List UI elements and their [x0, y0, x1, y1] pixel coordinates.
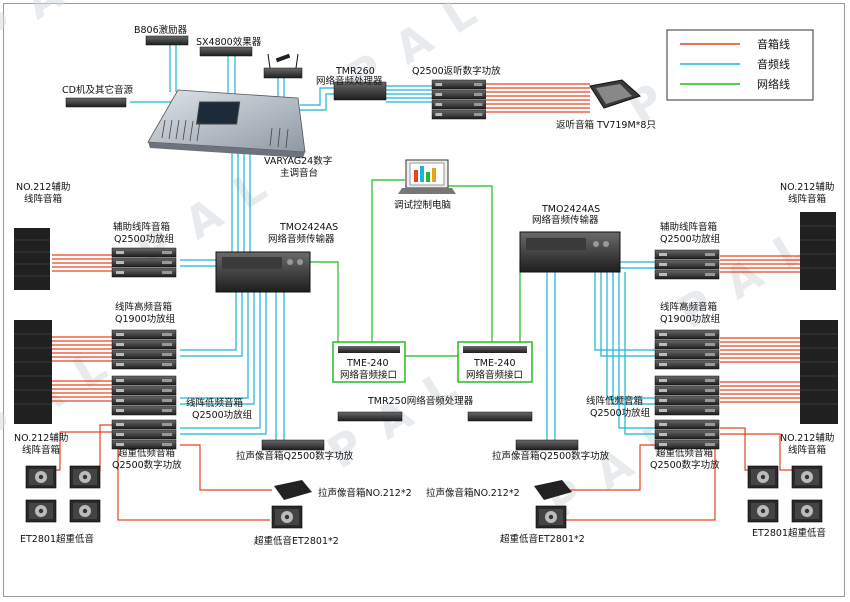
- left-aux-line-array-top: NO.212辅助 线阵音箱: [14, 181, 70, 290]
- cd-player: CD机及其它音源: [62, 84, 133, 108]
- aux-amp-right-label-2: Q2500功放组: [660, 233, 721, 245]
- et-mid-left-label: 超重低音ET2801*2: [254, 535, 339, 547]
- right-bottom-array-label-1: NO.212辅助: [780, 432, 834, 444]
- legend: 音箱线 音频线 网络线: [666, 29, 814, 101]
- lf-left-label-1: 线阵低频音箱: [186, 397, 243, 409]
- sub-right-label-2: Q2500数字功放: [650, 459, 720, 471]
- b806-label: B806激励器: [134, 24, 188, 36]
- lf-left-label-2: Q2500功放组: [192, 409, 253, 421]
- left-aux-amps: 辅助线阵音箱 Q2500功放组: [111, 221, 177, 278]
- legend-network-label: 网络线: [757, 77, 790, 91]
- hf-right-label-2: Q1900功放组: [660, 313, 721, 325]
- cd-label: CD机及其它音源: [62, 84, 133, 96]
- left-bottom-array-label-2: 线阵音箱: [22, 444, 60, 456]
- monitor-speaker-label: 返听音箱 TV719M*8只: [556, 119, 656, 131]
- aux-amp-left-label-2: Q2500功放组: [114, 233, 175, 245]
- right-panning-speaker: 拉声像音箱NO.212*2: [426, 480, 572, 500]
- tmr260-processor: TMR260 网络音频处理器: [316, 66, 387, 101]
- right-hf-amps: 线阵高频音箱 Q1900功放组: [655, 301, 721, 369]
- right-sub-amps: 超重低频音箱 Q2500数字功放: [650, 420, 720, 471]
- digital-mixing-console: VARYAG24数字 主调音台: [147, 89, 332, 179]
- tme-right-label-1: TME-240: [473, 358, 516, 369]
- right-tmo-label-1: TMO2424AS: [541, 204, 600, 215]
- right-array-label-1: NO.212辅助: [780, 181, 834, 193]
- right-center-subwoofer: 超重低音ET2801*2: [500, 505, 585, 545]
- hf-left-label-2: Q1900功放组: [115, 313, 176, 325]
- left-center-subwoofer: 超重低音ET2801*2: [254, 505, 339, 547]
- right-subwoofers: ET2801超重低音: [747, 465, 826, 539]
- et-right-label: ET2801超重低音: [752, 527, 826, 539]
- sub-left-label-1: 超重低频音箱: [118, 447, 175, 459]
- lsx-left-label: 拉声像音箱Q2500数字功放: [236, 450, 354, 462]
- right-bottom-array-label-2: 线阵音箱: [788, 444, 826, 456]
- left-tmo-label-2: 网络音频传输器: [268, 233, 335, 245]
- left-main-line-array: [14, 320, 52, 424]
- right-lf-amps: 线阵低频音箱 Q2500功放组: [586, 376, 719, 419]
- hf-right-label-1: 线阵高频音箱: [660, 301, 717, 313]
- left-tmo2424as-transmitter: TMO2424AS 网络音频传输器: [215, 222, 338, 293]
- wireless-mic-receiver: [263, 53, 303, 79]
- left-panning-amp: 拉声像音箱Q2500数字功放: [236, 439, 354, 462]
- tme-right-label-2: 网络音频接口: [466, 369, 523, 381]
- diagram-frame: [3, 3, 845, 597]
- sub-left-label-2: Q2500数字功放: [112, 459, 182, 471]
- aux-amp-left-label-1: 辅助线阵音箱: [113, 221, 170, 233]
- lf-right-label-1: 线阵低频音箱: [586, 395, 643, 407]
- watermark-text: P A L: [0, 0, 119, 59]
- left-panning-speaker: 拉声像音箱NO.212*2: [274, 480, 412, 500]
- tme-left-label-2: 网络音频接口: [340, 369, 397, 381]
- left-tme240-interface: TME-240 网络音频接口: [332, 341, 406, 383]
- right-tmo2424as-transmitter: TMO2424AS 网络音频传输器: [519, 204, 621, 273]
- monitor-speaker: 返听音箱 TV719M*8只: [556, 79, 656, 131]
- left-array-label-2: 线阵音箱: [24, 193, 62, 205]
- sx4800-effects: SX4800效果器: [196, 36, 262, 57]
- lf-right-label-2: Q2500功放组: [590, 407, 651, 419]
- et-left-label: ET2801超重低音: [20, 533, 94, 545]
- et-mid-right-label: 超重低音ET2801*2: [500, 533, 585, 545]
- hf-left-label-1: 线阵高频音箱: [115, 301, 172, 313]
- tmr250-label: TMR250网络音频处理器: [367, 395, 474, 407]
- right-panning-amp: 拉声像音箱Q2500数字功放: [492, 439, 610, 462]
- lsx-spk-right-label: 拉声像音箱NO.212*2: [426, 487, 520, 499]
- left-hf-amps: 线阵高频音箱 Q1900功放组: [112, 301, 176, 369]
- right-array-label-2: 线阵音箱: [788, 193, 826, 205]
- right-tmo-label-2: 网络音频传输器: [532, 214, 599, 226]
- right-tme240-interface: TME-240 网络音频接口: [457, 341, 533, 383]
- tmr250-processor: TMR250网络音频处理器: [337, 395, 533, 422]
- console-label-1: VARYAG24数字: [264, 155, 332, 167]
- right-main-line-array: [800, 320, 838, 424]
- q2500-monitor-label: Q2500返听数字功放: [412, 65, 501, 77]
- console-label-2: 主调音台: [280, 167, 318, 179]
- tmr260-label-1: TMR260: [335, 66, 375, 77]
- pc-label: 调试控制电脑: [394, 199, 451, 211]
- left-bottom-array-label-1: NO.212辅助: [14, 432, 68, 444]
- q2500-monitor-amps: Q2500返听数字功放: [412, 65, 501, 119]
- control-pc: 调试控制电脑: [394, 159, 456, 211]
- legend-speaker-label: 音箱线: [757, 37, 790, 51]
- tme-left-label-1: TME-240: [346, 358, 389, 369]
- left-array-label-1: NO.212辅助: [16, 181, 70, 193]
- tmr260-label-2: 网络音频处理器: [316, 75, 383, 87]
- left-subwoofers: ET2801超重低音: [20, 465, 101, 545]
- sub-right-label-1: 超重低频音箱: [656, 447, 713, 459]
- b806-exciter: B806激励器: [134, 24, 189, 46]
- right-aux-amps: 辅助线阵音箱 Q2500功放组: [654, 221, 721, 280]
- aux-amp-right-label-1: 辅助线阵音箱: [660, 221, 717, 233]
- sx4800-label: SX4800效果器: [196, 36, 262, 48]
- speaker-cables: [42, 83, 800, 521]
- lsx-right-label: 拉声像音箱Q2500数字功放: [492, 450, 610, 462]
- legend-audio-label: 音频线: [757, 57, 790, 71]
- lsx-spk-left-label: 拉声像音箱NO.212*2: [318, 487, 412, 499]
- left-lf-amps: 线阵低频音箱 Q2500功放组: [112, 376, 253, 421]
- left-tmo-label-1: TMO2424AS: [279, 222, 338, 233]
- left-sub-amps: 超重低频音箱 Q2500数字功放: [111, 420, 182, 471]
- right-aux-line-array-top: NO.212辅助 线阵音箱: [780, 181, 836, 290]
- audio-cables: [130, 45, 655, 440]
